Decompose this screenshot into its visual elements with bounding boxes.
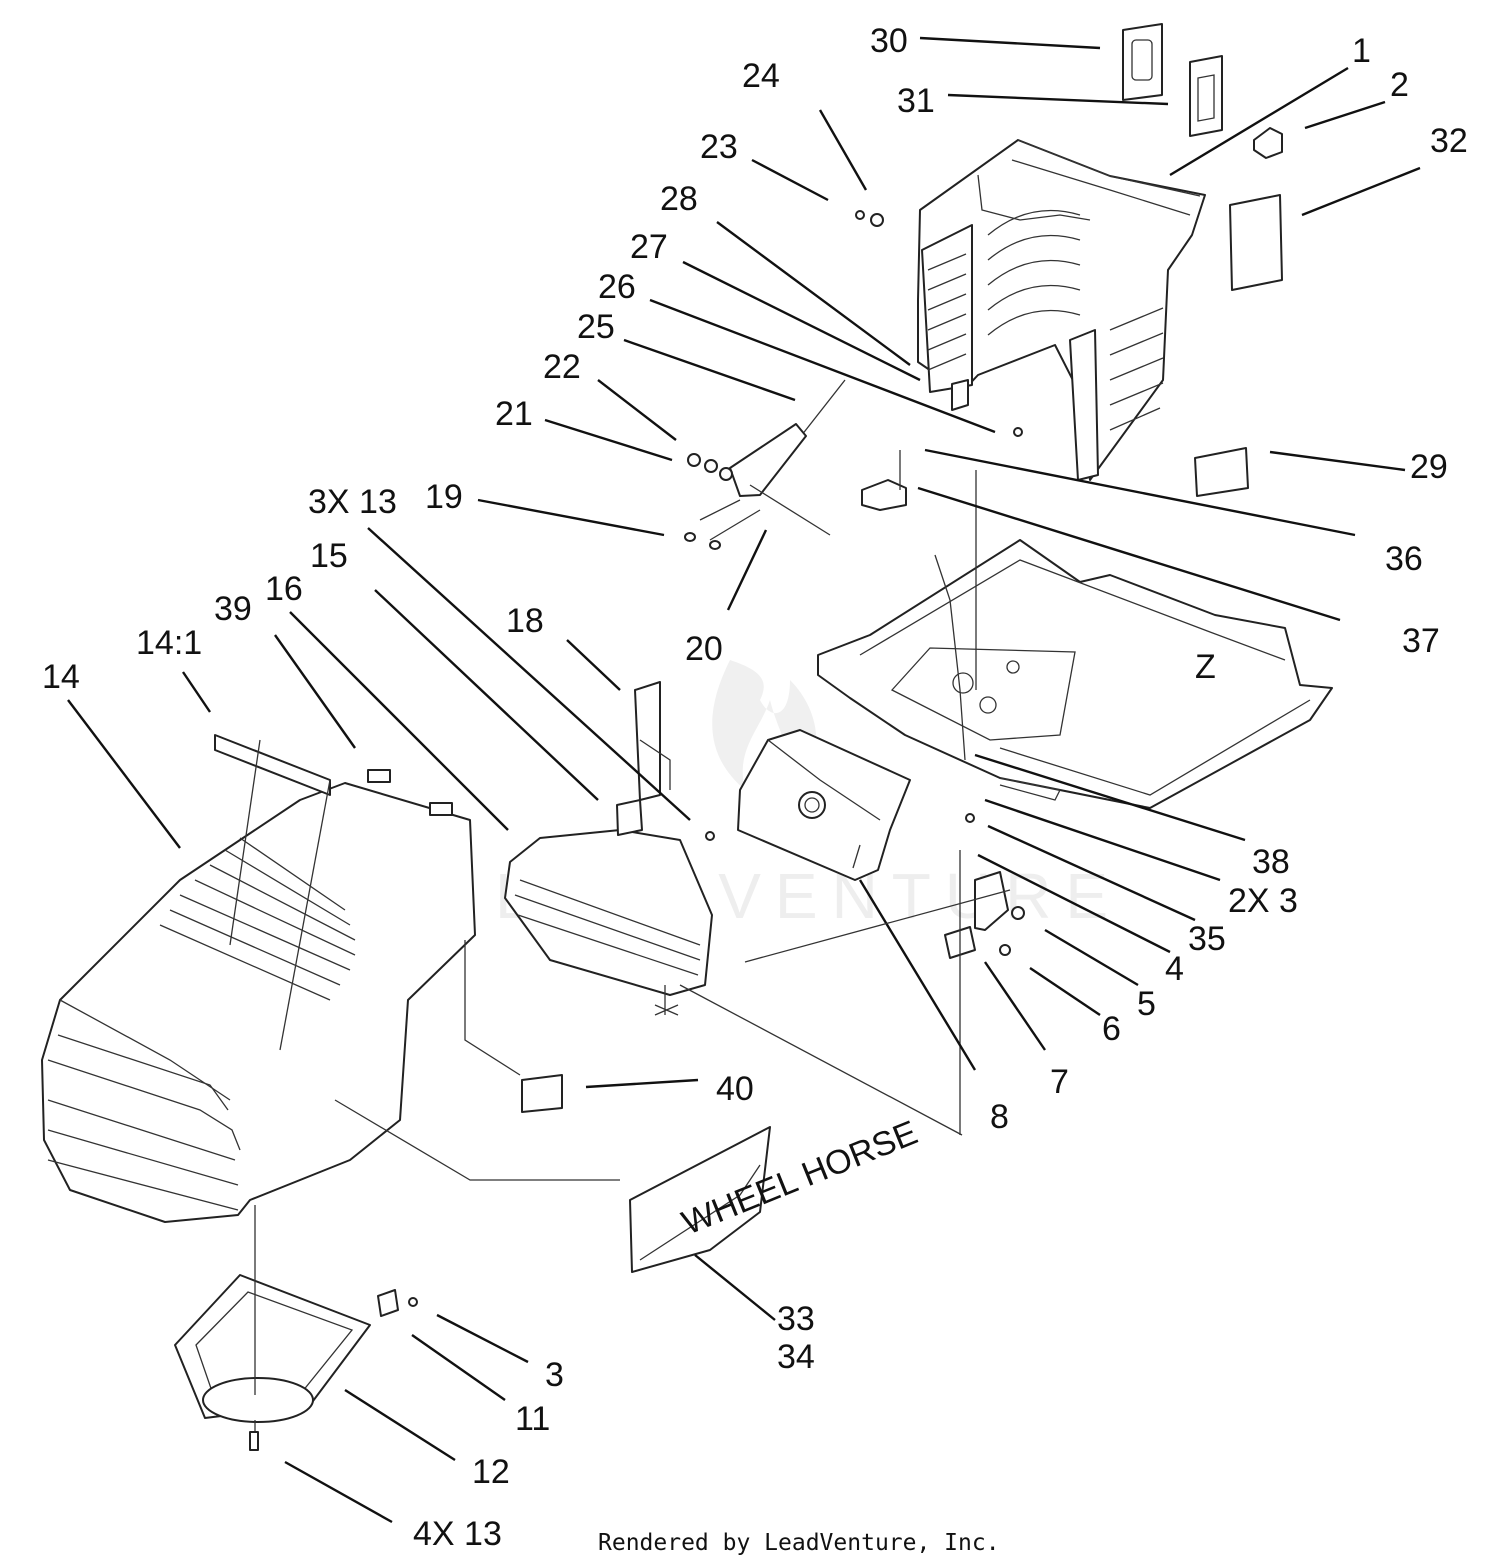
callout-label: 21 [495,395,533,433]
callout-label: 15 [310,537,348,575]
callout-label: 26 [598,268,636,306]
headlight-bezel [174,1205,418,1451]
callout-label: 19 [425,478,463,516]
callout-label: 36 [1385,540,1423,578]
callout-label: 22 [543,348,581,386]
dash-panel [634,681,911,881]
callout-label: 30 [870,22,908,60]
leader-lines [67,36,1421,1524]
callout-label: 2X 3 [1228,882,1298,920]
callout-label: 25 [577,308,615,346]
callout-label: 18 [506,602,544,640]
callout-label: 33 [777,1300,815,1338]
mark-z: Z [1195,648,1216,686]
decal-30 [1122,23,1163,101]
callout-label: 6 [1102,1010,1121,1048]
callout-label: 5 [1137,985,1156,1023]
callout-label: 32 [1430,122,1468,160]
floor-pan: Z [817,539,1333,809]
side-decals: WHEEL HORSE [334,940,923,1273]
callout-label: 8 [990,1098,1009,1136]
callout-label: 3X 13 [308,483,397,521]
linkage-assembly [684,379,977,761]
callout-label: 3 [545,1356,564,1394]
callout-label: 14 [42,658,80,696]
decal-32 [1229,194,1283,291]
grille-bracket [504,799,715,1016]
callout-label: 38 [1252,843,1290,881]
callout-label: 23 [700,128,738,166]
decal-40 [521,1074,563,1113]
callout-label: 34 [777,1338,815,1376]
rear-fender-assembly [855,23,1283,497]
callout-label: 2 [1390,66,1409,104]
callout-label: 12 [472,1453,510,1491]
callout-label: 4 [1165,950,1184,988]
decal-29 [1194,447,1249,497]
callout-label: 1 [1352,32,1371,70]
decal-33-34 [629,1126,771,1273]
footer-credit: Rendered by LeadVenture, Inc. [598,1530,1000,1556]
knob-2 [1253,127,1283,159]
callout-label: 24 [742,57,780,95]
callout-labels: 30 1 2 31 24 32 23 28 27 26 25 22 21 29 … [42,22,1468,1553]
callout-label: 37 [1402,622,1440,660]
hood [41,734,476,1223]
callout-label: 14:1 [136,624,202,662]
callout-label: 7 [1050,1063,1069,1101]
callout-label: 27 [630,228,668,266]
callout-label: 39 [214,590,252,628]
callout-label: 31 [897,82,935,120]
callout-label: 16 [265,570,303,608]
callout-label: 40 [716,1070,754,1108]
decal-31 [1189,55,1223,137]
callout-label: 28 [660,180,698,218]
callout-label: 35 [1188,920,1226,958]
decal-14-1 [214,734,331,796]
callout-label: 11 [515,1400,550,1438]
callout-label: 29 [1410,448,1448,486]
callout-label: 4X 13 [413,1515,502,1553]
callout-label: 20 [685,630,723,668]
